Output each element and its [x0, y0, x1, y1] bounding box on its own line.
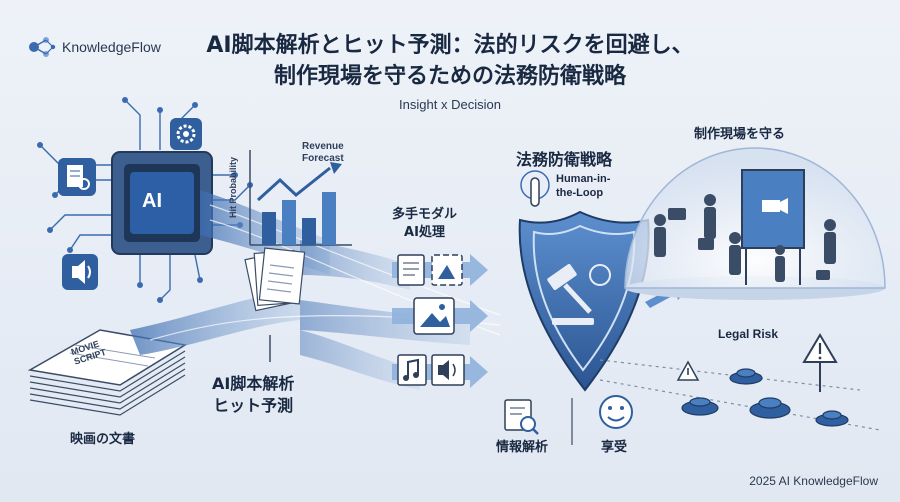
ai-chip: [111, 151, 213, 255]
speaker-icon: [431, 354, 465, 386]
gavel-icon: [547, 264, 594, 325]
multimodal-label: 多手モダル AI処理: [392, 207, 458, 240]
small-warning-icon: [676, 360, 700, 381]
title-line-2: 制作現場を守るための法務防衛戦略: [273, 64, 626, 89]
chart-annotation: Revenue Forecast: [302, 141, 344, 164]
hand-pointer-icon: [520, 170, 550, 207]
defense-title: 法務防衛戦略: [516, 150, 613, 169]
page-subtitle: Insight x Decision: [399, 97, 501, 112]
video-screen: [741, 169, 805, 285]
music-icon: [397, 354, 427, 386]
gear-icon: [170, 118, 202, 150]
document-search-icon: [58, 158, 96, 196]
hit-probability-chart: [249, 150, 352, 246]
protect-site-label: 制作現場を守る: [694, 127, 786, 142]
document-fan: [244, 247, 306, 312]
text-document-icon: [397, 254, 425, 286]
documents-label: 映画の文書: [70, 432, 136, 447]
audio-icon: [62, 254, 98, 290]
page-title: AI脚本解析とヒット予測：法的リスクを回避し、 制作現場を守るための法務防衛戦略: [0, 30, 900, 92]
film-crew: [654, 194, 836, 282]
hitl-label: Human-in- the-Loop: [556, 173, 611, 199]
brand-logo: KnowledgeFlow: [28, 36, 161, 58]
chart-y-label: Hit Probability: [228, 156, 238, 218]
registered-mark-icon: [589, 264, 611, 286]
warning-icon: [802, 333, 838, 392]
production-dome: [624, 147, 886, 300]
landmine-icons: [681, 368, 849, 427]
document-analysis-icon: [504, 399, 539, 435]
smile-icon: [599, 395, 633, 429]
image-recognition-icon: [431, 254, 463, 286]
image-icon: [413, 297, 455, 335]
info-analysis-label: 情報解析: [496, 440, 549, 455]
analysis-label: AI脚本解析 ヒット予測: [212, 374, 295, 415]
chip-label: AI: [142, 190, 162, 212]
legal-shield: [518, 210, 650, 392]
legal-risk-label: Legal Risk: [718, 327, 779, 341]
title-line-1: AI脚本解析とヒット予測：法的リスクを回避し、: [206, 33, 694, 58]
legal-risk-field: [599, 333, 881, 431]
enjoyment-label: 享受: [601, 440, 628, 455]
network-icon: [29, 37, 56, 57]
footer-copyright: 2025 AI KnowledgeFlow: [749, 474, 878, 488]
brand-name: KnowledgeFlow: [62, 39, 161, 55]
